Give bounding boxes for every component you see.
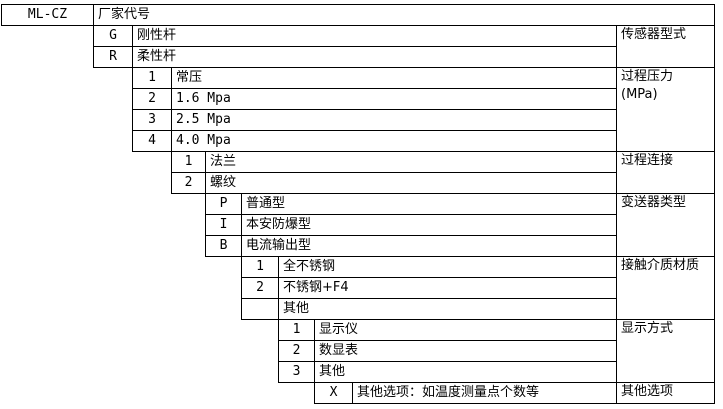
pressure-label-3: 2.5 Mpa	[171, 109, 617, 131]
sensor-type-code-r: R	[93, 46, 133, 68]
pressure-code-3: 3	[132, 109, 172, 131]
display-label-2: 数显表	[314, 340, 617, 362]
material-label-1: 全不锈钢	[278, 256, 617, 278]
pressure-code-2: 2	[132, 88, 172, 110]
display-code-2: 2	[278, 340, 315, 362]
sensor-type-label-r: 柔性杆	[132, 46, 617, 68]
sensor-type-label-g: 刚性杆	[132, 25, 617, 47]
material-label-2: 不锈钢+F4	[278, 277, 617, 299]
material-category: 接触介质材质	[616, 256, 715, 320]
display-code-3: 3	[278, 361, 315, 383]
connection-code-1: 1	[171, 151, 206, 173]
display-code-1: 1	[278, 319, 315, 341]
transmitter-category: 变送器类型	[616, 193, 715, 257]
other-label-x: 其他选项：如温度测量点个数等	[352, 382, 617, 404]
connection-category: 过程连接	[616, 151, 715, 194]
pressure-code-1: 1	[132, 67, 172, 89]
manufacturer-label-cell: 厂家代号	[93, 4, 715, 26]
transmitter-code-i: I	[205, 214, 242, 236]
other-category: 其他选项	[616, 382, 715, 404]
sensor-type-code-g: G	[93, 25, 133, 47]
pressure-label-1: 常压	[171, 67, 617, 89]
display-category: 显示方式	[616, 319, 715, 383]
pressure-label-4: 4.0 Mpa	[171, 130, 617, 152]
transmitter-code-b: B	[205, 235, 242, 257]
material-label-other: 其他	[278, 298, 617, 320]
sensor-type-category: 传感器型式	[616, 25, 715, 68]
manufacturer-code-cell: ML-CZ	[1, 4, 94, 26]
pressure-category: 过程压力 (MPa)	[616, 67, 715, 152]
display-label-3: 其他	[314, 361, 617, 383]
connection-label-1: 法兰	[205, 151, 617, 173]
material-code-other	[241, 298, 279, 320]
transmitter-code-p: P	[205, 193, 242, 215]
material-code-2: 2	[241, 277, 279, 299]
other-code-x: X	[314, 382, 353, 404]
transmitter-label-p: 普通型	[241, 193, 617, 215]
transmitter-label-b: 电流输出型	[241, 235, 617, 257]
pressure-category-text: 过程压力 (MPa)	[621, 69, 674, 102]
connection-label-2: 螺纹	[205, 172, 617, 194]
material-code-1: 1	[241, 256, 279, 278]
connection-code-2: 2	[171, 172, 206, 194]
display-label-1: 显示仪	[314, 319, 617, 341]
pressure-label-2: 1.6 Mpa	[171, 88, 617, 110]
transmitter-label-i: 本安防爆型	[241, 214, 617, 236]
pressure-code-4: 4	[132, 130, 172, 152]
